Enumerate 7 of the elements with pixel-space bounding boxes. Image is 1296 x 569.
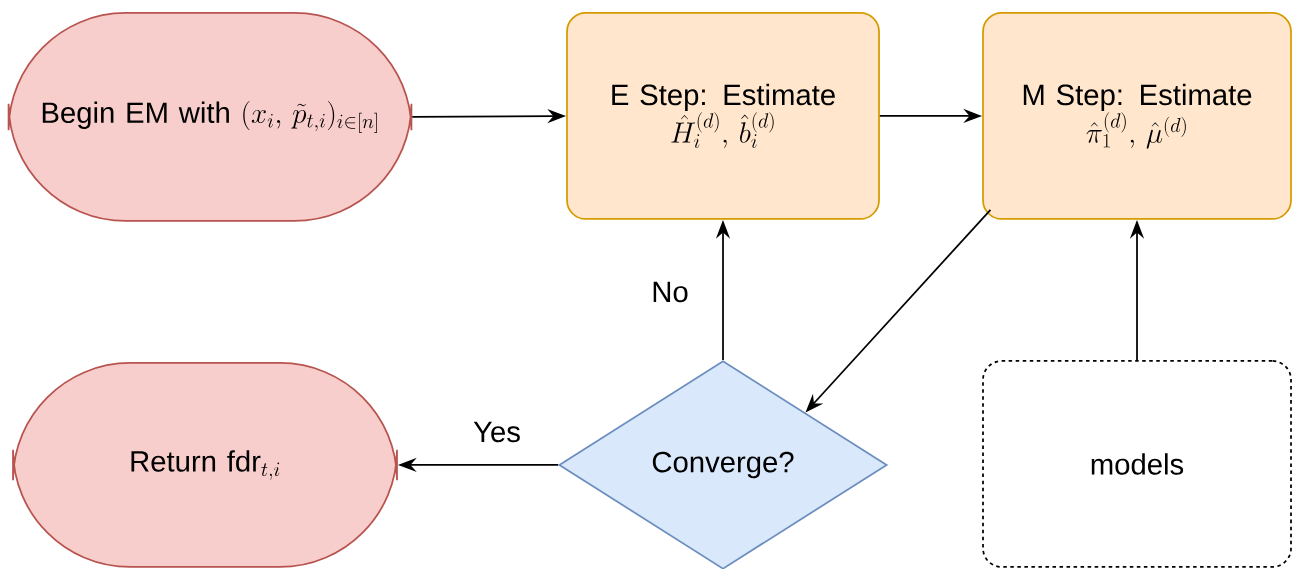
process-box: E Step: Estimate $\hat{H}_i^{(d)},\, \hat{b}_i^{(d)}$ [566, 12, 880, 220]
edge-label: No [648, 279, 692, 305]
dashed-box: models [982, 360, 1292, 568]
terminal-pill: Begin EM with $(x_i,\, \tilde{p}_{t,i})_{i\in[n]}$ [7, 12, 413, 222]
terminal-pill: Return $\mathrm{fdr}_{t,i}$ [12, 362, 398, 568]
process-box: M Step: Estimate $\hat{\pi}_1^{(d)},\, \hat{\mu}^{(d)}$ [982, 12, 1292, 220]
edge-label: Yes [470, 419, 524, 445]
